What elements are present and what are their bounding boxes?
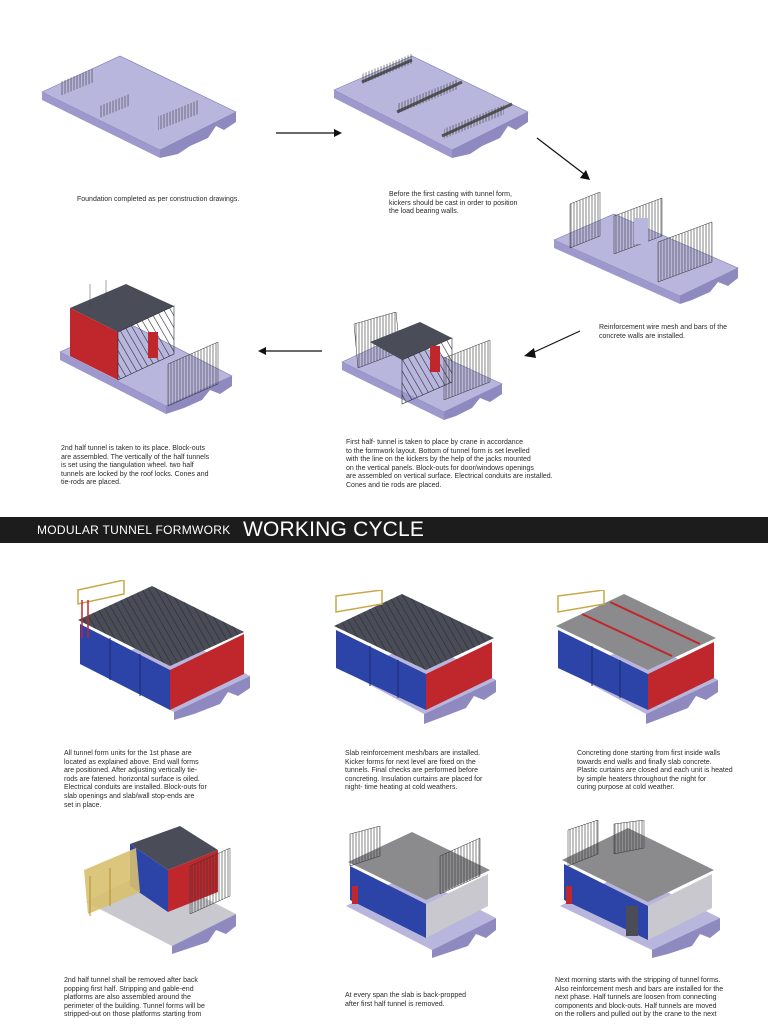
- step-7-caption: Slab reinforcement mesh/bars are install…: [345, 750, 483, 792]
- step-9-caption: 2nd half tunnel shall be removed after b…: [64, 977, 205, 1019]
- stripping-illustration: [560, 820, 720, 958]
- section-banner: MODULAR TUNNEL FORMWORK WORKING CYCLE: [0, 517, 768, 543]
- banner-title: WORKING CYCLE: [243, 518, 425, 541]
- arrow-left-icon: [258, 347, 322, 355]
- step-6-caption: All tunnel form units for the 1st phase …: [64, 750, 207, 809]
- second-half-tunnel-illustration: [59, 280, 233, 414]
- concreting-illustration: [556, 590, 718, 724]
- step-1-caption: Foundation completed as per construction…: [77, 196, 240, 203]
- step-2-caption: Before the first casting with tunnel for…: [389, 191, 518, 216]
- foundation-illustration: [41, 55, 237, 158]
- back-propping-illustration: [346, 826, 496, 958]
- step-4-caption: First half- tunnel is taken to place by …: [346, 439, 553, 489]
- second-half-removal-illustration: [84, 826, 236, 954]
- step-8-caption: Concreting done starting from first insi…: [577, 750, 733, 792]
- step-5-caption: 2nd half tunnel is taken to its place. B…: [61, 445, 210, 487]
- kickers-illustration: [333, 53, 529, 158]
- wall-reinforcement-illustration: [553, 192, 739, 304]
- step-10-caption: At every span the slab is back-propped a…: [345, 992, 467, 1008]
- first-half-tunnel-illustration: [341, 312, 503, 420]
- arrow-right-icon: [276, 129, 342, 137]
- arrow-down-left-icon: [524, 330, 581, 358]
- tunnel-forms-phase-one-illustration: [77, 580, 250, 720]
- step-3-caption: Reinforcement wire mesh and bars of the …: [599, 324, 728, 340]
- arrow-down-right-icon: [536, 137, 590, 180]
- banner-subtitle: MODULAR TUNNEL FORMWORK: [37, 523, 231, 537]
- slab-reinforcement-illustration: [334, 590, 496, 724]
- step-11-caption: Next morning starts with the stripping o…: [555, 977, 724, 1019]
